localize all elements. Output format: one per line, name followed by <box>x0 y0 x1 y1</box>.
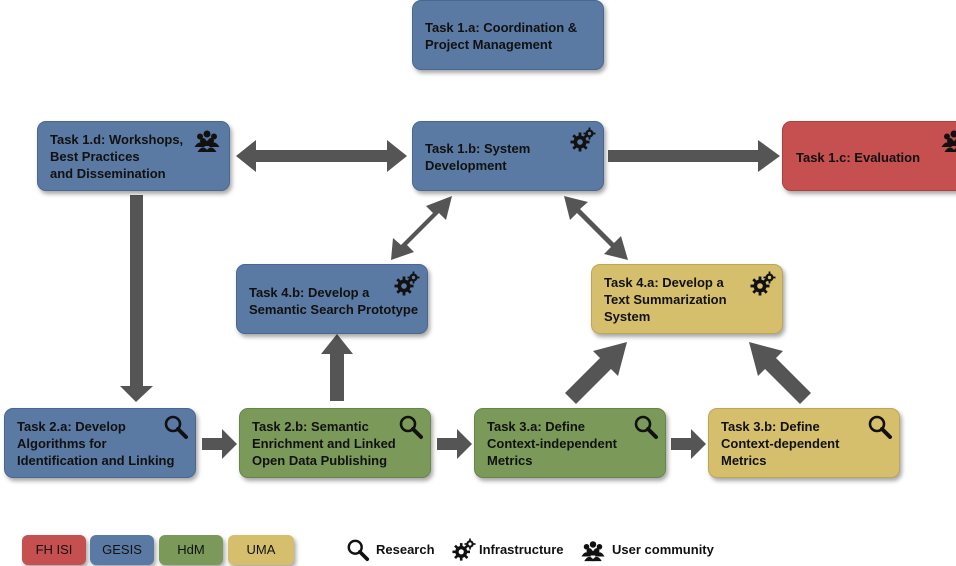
arrow-2a-2b <box>202 429 237 459</box>
legend-fh-isi: FH ISI <box>22 535 86 565</box>
task-1c-box[interactable]: Task 1.c: Evaluation <box>782 121 956 191</box>
gears-icon <box>570 127 596 153</box>
arrow-2b-4b <box>321 334 353 401</box>
task-1c-label: Task 1.c: Evaluation <box>796 150 921 165</box>
magnifier-icon <box>163 414 189 440</box>
task-1a-label: Task 1.a: Coordination & Project Managem… <box>425 20 578 52</box>
task-4a-box[interactable]: Task 4.a: Develop a Text Summarization S… <box>591 264 783 334</box>
task-2b-box[interactable]: Task 2.b: Semantic Enrichment and Linked… <box>239 408 431 478</box>
task-1a-box[interactable]: Task 1.a: Coordination & Project Managem… <box>412 0 604 70</box>
task-1d-label: Task 1.d: Workshops, Best Practices and … <box>50 132 184 181</box>
task-4b-box[interactable]: Task 4.b: Develop a Semantic Search Prot… <box>236 264 428 334</box>
people-icon <box>941 127 956 153</box>
task-1b-label: Task 1.b: System Development <box>425 141 531 173</box>
arrow-1d-2a <box>120 195 153 402</box>
people-icon <box>194 127 220 153</box>
legend-research-label: Research <box>376 542 435 557</box>
legend-hdm: HdM <box>159 535 223 565</box>
task-3b-label: Task 3.b: Define Context-dependent Metri… <box>721 419 840 468</box>
people-icon <box>581 538 605 562</box>
arrow-1b-4a <box>564 196 628 260</box>
arrow-3a-4a <box>565 342 627 404</box>
legend-gesis: GESIS <box>90 535 154 565</box>
task-2a-box[interactable]: Task 2.a: Develop Algorithms for Identif… <box>4 408 196 478</box>
magnifier-icon <box>867 414 893 440</box>
magnifier-icon <box>346 538 370 562</box>
task-1b-box[interactable]: Task 1.b: System Development <box>412 121 604 191</box>
task-2a-label: Task 2.a: Develop Algorithms for Identif… <box>17 419 175 468</box>
task-3a-box[interactable]: Task 3.a: Define Context-independent Met… <box>474 408 666 478</box>
task-4a-label: Task 4.a: Develop a Text Summarization S… <box>604 275 727 324</box>
gears-icon <box>394 271 420 297</box>
magnifier-icon <box>398 414 424 440</box>
gears-icon <box>750 271 776 297</box>
legend-infrastructure-label: Infrastructure <box>479 542 564 557</box>
legend-user-community-label: User community <box>612 542 714 557</box>
arrow-2b-3a <box>437 429 472 459</box>
task-4b-label: Task 4.b: Develop a Semantic Search Prot… <box>249 285 419 317</box>
arrow-1d-1b <box>236 140 407 172</box>
task-3b-box[interactable]: Task 3.b: Define Context-dependent Metri… <box>708 408 900 478</box>
arrow-1b-4b <box>391 196 452 260</box>
gears-icon <box>452 538 476 562</box>
arrow-3b-4a <box>749 342 811 404</box>
magnifier-icon <box>633 414 659 440</box>
task-1d-box[interactable]: Task 1.d: Workshops, Best Practices and … <box>37 121 230 191</box>
task-2b-label: Task 2.b: Semantic Enrichment and Linked… <box>252 419 396 468</box>
legend-uma: UMA <box>228 535 294 565</box>
task-3a-label: Task 3.a: Define Context-independent Met… <box>487 419 617 468</box>
arrow-1b-1c <box>608 140 780 172</box>
arrow-3a-3b <box>671 429 706 459</box>
